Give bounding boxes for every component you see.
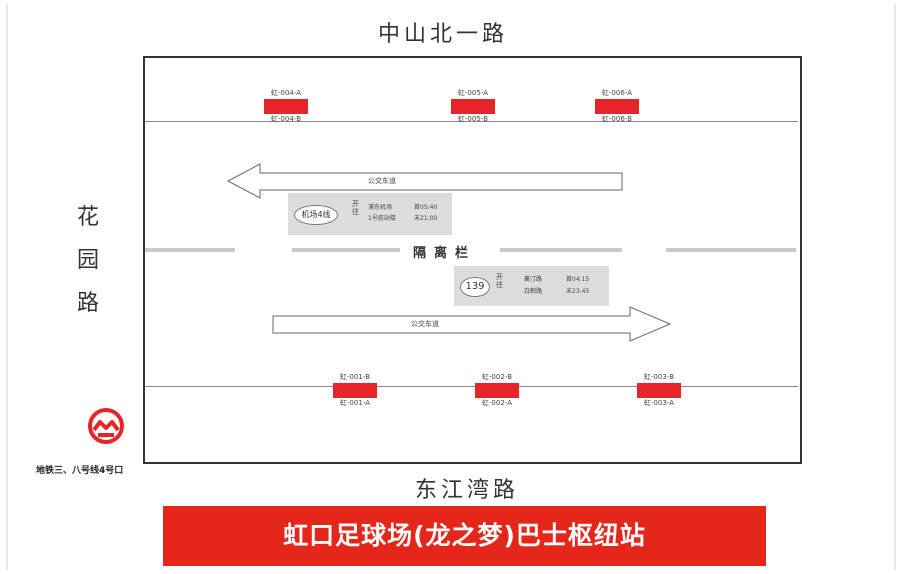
- bus-stop-005[interactable]: 虹-005-A 虹-005-B: [448, 89, 498, 124]
- street-left-char: 园: [76, 248, 99, 273]
- route-destination: 白鹤路: [524, 288, 543, 295]
- stop-label-b: 虹-001-B: [339, 373, 371, 381]
- route-first-time: 首05:40: [414, 204, 438, 211]
- route-direction: 开 往: [352, 200, 361, 216]
- stop-marker: [595, 99, 639, 114]
- page-frame: [6, 4, 896, 570]
- street-left-char: 路: [76, 291, 99, 316]
- stop-label-a: 虹-002-A: [481, 399, 513, 407]
- shanghai-metro-icon: [88, 408, 124, 444]
- stop-label-a: 虹-005-A: [457, 89, 489, 97]
- median-dash: [500, 248, 622, 252]
- direction-char: 往: [496, 281, 503, 289]
- route-info-lower[interactable]: 139 开 往 襄汀路 白鹤路 首04:15 末23:45: [454, 266, 609, 306]
- bus-lane-label-lower: 公交车道: [411, 320, 439, 328]
- median-barrier-label: 隔离栏: [410, 242, 480, 261]
- route-first-time: 首04:15: [566, 276, 590, 283]
- route-badge: 机场4线: [294, 205, 338, 225]
- stop-label-a: 虹-004-A: [270, 89, 302, 97]
- direction-char: 往: [352, 208, 359, 216]
- stop-label-b: 虹-005-B: [457, 115, 489, 123]
- route-destination: 浦东机场: [368, 204, 393, 211]
- median-dash: [292, 248, 400, 252]
- median-dash: [145, 248, 235, 252]
- route-destination: 1号航站楼: [368, 215, 396, 222]
- bus-stop-006[interactable]: 虹-006-A 虹-006-B: [592, 89, 642, 124]
- sidewalk-line-top: [145, 121, 798, 122]
- bus-stop-001[interactable]: 虹-001-B 虹-001-A: [330, 373, 380, 408]
- street-left-char: 花: [76, 205, 99, 230]
- stop-marker: [451, 99, 495, 114]
- direction-char: 开: [496, 273, 503, 281]
- stop-label-b: 虹-002-B: [481, 373, 513, 381]
- sidewalk-line-bottom: [145, 386, 798, 387]
- stop-marker: [637, 383, 681, 398]
- route-badge: 139: [460, 277, 490, 297]
- stop-marker: [264, 99, 308, 114]
- stop-label-a: 虹-003-A: [643, 399, 675, 407]
- stop-label-a: 虹-006-A: [601, 89, 633, 97]
- stop-marker: [475, 383, 519, 398]
- stop-label-a: 虹-001-A: [339, 399, 371, 407]
- station-title-banner: 虹口足球场(龙之梦)巴士枢纽站: [163, 506, 766, 566]
- route-last-time: 末21:00: [414, 215, 438, 222]
- bus-stop-003[interactable]: 虹-003-B 虹-003-A: [634, 373, 684, 408]
- route-info-upper[interactable]: 机场4线 开 往 浦东机场 1号航站楼 首05:40 末21:00: [288, 193, 452, 235]
- stop-label-b: 虹-003-B: [643, 373, 675, 381]
- direction-char: 开: [352, 200, 359, 208]
- stop-label-b: 虹-006-B: [601, 115, 633, 123]
- route-last-time: 末23:45: [566, 288, 590, 295]
- stop-marker: [333, 383, 377, 398]
- median-dash: [666, 248, 796, 252]
- route-direction: 开 往: [496, 273, 505, 289]
- street-label-left: 花 园 路: [74, 196, 102, 325]
- metro-exit-label: 地铁三、八号线4号口: [36, 466, 124, 476]
- bus-stop-004[interactable]: 虹-004-A 虹-004-B: [261, 89, 311, 124]
- street-label-bottom: 东江湾路: [415, 478, 520, 503]
- stop-label-b: 虹-004-B: [270, 115, 302, 123]
- route-destination: 襄汀路: [524, 276, 543, 283]
- bus-lane-label-upper: 公交车道: [368, 177, 396, 185]
- street-label-top: 中山北一路: [378, 22, 509, 47]
- bus-stop-002[interactable]: 虹-002-B 虹-002-A: [472, 373, 522, 408]
